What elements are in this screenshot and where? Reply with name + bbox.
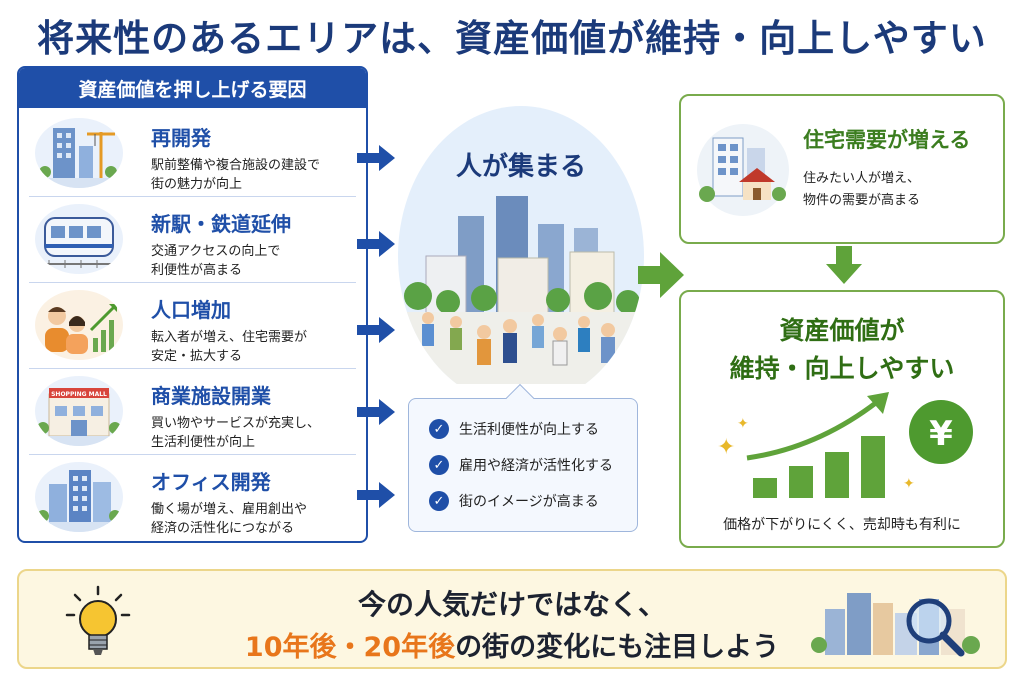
arrow-right-icon [357, 231, 395, 257]
population-growth-icon [35, 290, 123, 360]
factor-title: オフィス開発 [151, 470, 271, 494]
page-title: 将来性のあるエリアは、資産価値が維持・向上しやすい [37, 17, 987, 60]
effect-item: ✓ 雇用や経済が活性化する [429, 455, 613, 475]
effect-item: ✓ 街のイメージが高まる [429, 491, 599, 511]
arrow-right-icon [638, 252, 684, 298]
value-caption: 価格が下がりにくく、売却時も有利に [723, 517, 961, 533]
factor-desc: 交通アクセスの向上で 利便性が高まる [151, 244, 281, 278]
shopping-mall-icon: SHOPPING MALL [35, 376, 123, 446]
factor-office: オフィス開発 働く場が増え、雇用創出や 経済の活性化につながる [19, 454, 366, 540]
divider [29, 454, 356, 455]
factor-desc: 転入者が増え、住宅需要が 安定・拡大する [151, 330, 308, 364]
banner-rest: の街の変化にも注目しよう [455, 632, 780, 663]
train-icon [35, 204, 123, 274]
value-title: 資産価値が 維持・向上しやすい [729, 316, 955, 383]
factors-panel: 資産価値を押し上げる要因 再開発 駅前整備や複合施設の建設で 街の魅力が向上 [17, 66, 368, 543]
sparkle-icon: ✦ [717, 435, 735, 460]
check-icon: ✓ [429, 455, 449, 475]
divider [29, 368, 356, 369]
factor-title: 再開発 [151, 126, 211, 150]
effect-item: ✓ 生活利便性が向上する [429, 419, 599, 439]
banner-line1: 今の人気だけではなく、 [357, 588, 666, 621]
arrow-right-icon [357, 399, 395, 425]
bottom-banner: 今の人気だけではなく、 10年後・20年後の街の変化にも注目しよう [17, 569, 1007, 669]
divider [29, 282, 356, 283]
housing-demand-box: 住宅需要が増える 住みたい人が増え、 物件の需要が高まる [679, 94, 1005, 244]
yen-icon: ¥ [929, 414, 953, 454]
banner-highlight: 10年後・20年後 [244, 632, 456, 663]
factor-title: 商業施設開業 [151, 384, 271, 408]
factor-redevelopment: 再開発 駅前整備や複合施設の建設で 街の魅力が向上 [19, 110, 366, 196]
house-icon [697, 124, 789, 216]
lightbulb-icon [65, 585, 131, 655]
check-icon: ✓ [429, 491, 449, 511]
factor-desc: 買い物やサービスが充実し、 生活利便性が向上 [151, 416, 321, 450]
demand-title: 住宅需要が増える [803, 128, 971, 152]
divider [29, 196, 356, 197]
effect-label: 雇用や経済が活性化する [459, 458, 613, 474]
banner-line2: 10年後・20年後の街の変化にも注目しよう [19, 625, 1005, 664]
sparkle-icon: ✦ [903, 476, 915, 492]
factor-title: 人口増加 [151, 298, 231, 322]
factor-population: 人口増加 転入者が増え、住宅需要が 安定・拡大する [19, 282, 366, 368]
asset-value-box: 資産価値が 維持・向上しやすい ✦ ✦ ✦ ¥ 価格が下がりにくく、売却時も有利… [679, 290, 1005, 548]
arrow-right-icon [357, 317, 395, 343]
mall-sign-text: SHOPPING MALL [51, 391, 107, 398]
demand-desc: 住みたい人が増え、 物件の需要が高まる [803, 171, 921, 208]
arrow-right-icon [357, 145, 395, 171]
effect-label: 生活利便性が向上する [459, 422, 599, 438]
factor-title: 新駅・鉄道延伸 [151, 212, 291, 236]
factor-desc: 働く場が増え、雇用創出や 経済の活性化につながる [151, 502, 308, 536]
office-building-icon [35, 462, 123, 532]
check-icon: ✓ [429, 419, 449, 439]
factor-commercial: SHOPPING MALL 商業施設開業 買い物やサービスが充実し、 生活利便性… [19, 368, 366, 454]
factors-header: 資産価値を押し上げる要因 [19, 68, 366, 108]
factor-desc: 駅前整備や複合施設の建設で 街の魅力が向上 [151, 158, 321, 192]
crowd-illustration [398, 106, 644, 384]
center-title: 人が集まる [455, 152, 586, 182]
redevelopment-icon [35, 118, 123, 188]
arrow-down-icon [826, 246, 862, 284]
factor-railway: 新駅・鉄道延伸 交通アクセスの向上で 利便性が高まる [19, 196, 366, 282]
sparkle-icon: ✦ [737, 416, 749, 432]
city-magnifier-icon [811, 593, 980, 657]
arrow-right-icon [357, 482, 395, 508]
effect-label: 街のイメージが高まる [459, 494, 599, 510]
effects-box: ✓ 生活利便性が向上する ✓ 雇用や経済が活性化する ✓ 街のイメージが高まる [408, 398, 638, 532]
rising-value-chart-icon: ✦ ✦ ✦ [717, 392, 973, 498]
